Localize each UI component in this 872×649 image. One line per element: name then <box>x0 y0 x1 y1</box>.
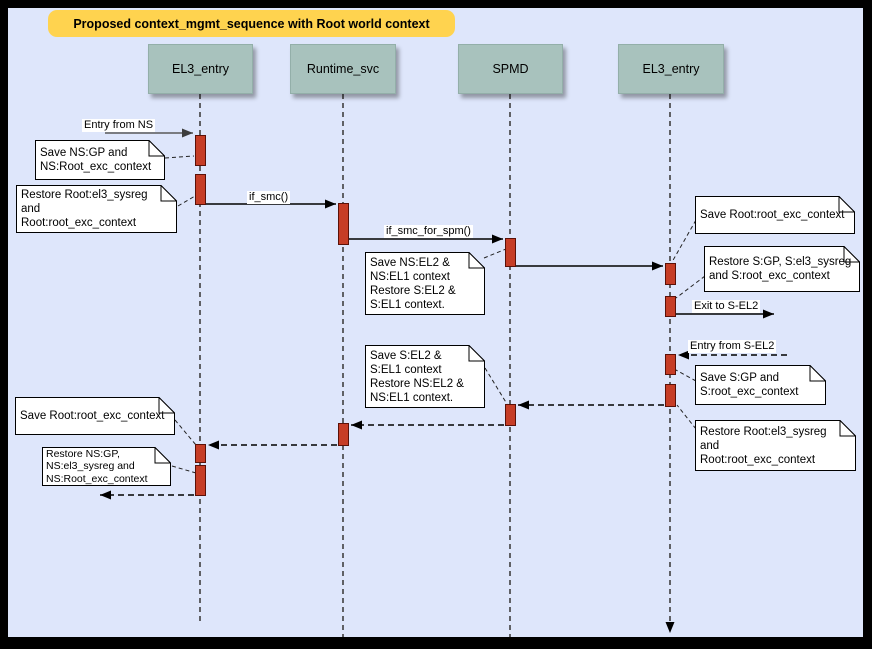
note-restore-s-gp: Restore S:GP, S:el3_sysreg and S:root_ex… <box>704 246 860 292</box>
activation-el3l-4 <box>195 465 206 496</box>
activation-el3r-1 <box>665 263 676 285</box>
note-save-ns-gp: Save NS:GP and NS:Root_exc_context <box>35 140 165 180</box>
note-save-s-gp: Save S:GP and S:root_exc_context <box>695 365 826 405</box>
activation-el3l-1 <box>195 135 206 166</box>
activation-runtime-2 <box>338 423 349 446</box>
note-line: Restore S:GP, S:el3_sysreg <box>709 256 852 268</box>
lifelines <box>199 94 675 637</box>
actor-label: EL3_entry <box>642 62 700 76</box>
activation-el3l-3 <box>195 444 206 463</box>
note-line: Root:root_exc_context <box>21 217 137 229</box>
note-shape <box>704 246 860 292</box>
note-line: Restore Root:el3_sysreg <box>700 425 827 438</box>
note-line: S:EL1 context <box>370 363 442 376</box>
label-entry-from-s-el2: Entry from S-EL2 <box>688 340 777 353</box>
note-restore-root-el3-sysreg-right: Restore Root:el3_sysreg and Root:root_ex… <box>695 420 856 471</box>
note-save-s-el2: Save S:EL2 & S:EL1 context Restore NS:EL… <box>365 345 485 408</box>
note-shape <box>42 447 171 486</box>
label-exit-to-s-el2: Exit to S-EL2 <box>692 300 761 313</box>
note-line: Save S:GP and <box>700 372 780 384</box>
note-line: NS:Root_exc_context <box>40 161 152 173</box>
connector-note7 <box>676 404 697 430</box>
activation-el3r-2 <box>665 296 676 317</box>
sequence-diagram-canvas: Proposed context_mgmt_sequence with Root… <box>8 8 863 637</box>
connector-note6 <box>675 369 697 382</box>
note-shape <box>365 252 485 315</box>
return-messages <box>100 350 787 500</box>
connector-note9 <box>174 419 197 446</box>
activation-el3l-2 <box>195 174 206 205</box>
note-save-ns-el2: Save NS:EL2 & NS:EL1 context Restore S:E… <box>365 252 485 315</box>
connector-note8 <box>484 367 508 405</box>
actor-label: Runtime_svc <box>306 62 380 76</box>
diagram-title: Proposed context_mgmt_sequence with Root… <box>48 10 455 37</box>
note-line: S:root_exc_context <box>700 386 799 398</box>
note-shape <box>35 140 165 180</box>
label-if-smc: if_smc() <box>247 191 291 204</box>
activation-spmd-2 <box>505 404 516 426</box>
activation-el3r-4 <box>665 384 676 407</box>
note-line: Save NS:EL2 & <box>370 256 450 269</box>
actor-label: EL3_entry <box>172 62 229 76</box>
note-save-root-exc-left: Save Root:root_exc_context <box>15 397 175 435</box>
note-shape <box>695 420 856 471</box>
diagram-lines-layer <box>100 94 787 637</box>
note-line: Save S:EL2 & <box>370 349 442 362</box>
note-line: and S:root_exc_context <box>709 270 830 282</box>
connector-note5 <box>675 275 706 299</box>
note-connectors <box>164 155 706 474</box>
connector-note4 <box>671 219 697 263</box>
label-if-smc-for-spm: if_smc_for_spm() <box>384 225 473 238</box>
note-shape <box>365 345 485 408</box>
note-line: Restore NS:GP, <box>46 447 120 460</box>
note-line: NS:el3_sysreg and <box>46 460 135 473</box>
label-entry-from-ns: Entry from NS <box>82 119 156 132</box>
note-shape <box>16 185 177 233</box>
note-line: NS:Root_exc_context <box>46 472 148 485</box>
note-line: Save Root:root_exc_context <box>700 209 845 221</box>
note-line: S:EL1 context. <box>370 298 445 311</box>
connector-note3 <box>483 248 507 259</box>
note-line: NS:EL1 context. <box>370 391 454 404</box>
note-shape <box>15 397 175 435</box>
actor-el3-entry-left: EL3_entry <box>148 44 253 94</box>
actor-el3-entry-right: EL3_entry <box>618 44 724 94</box>
note-shape <box>695 365 826 405</box>
activation-el3r-3 <box>665 354 676 375</box>
note-restore-ns-gp: Restore NS:GP, NS:el3_sysreg and NS:Root… <box>42 447 171 486</box>
note-save-root-exc-right: Save Root:root_exc_context <box>695 196 855 234</box>
activation-spmd-1 <box>505 238 516 267</box>
note-line: Restore S:EL2 & <box>370 284 456 297</box>
note-line: NS:EL1 context <box>370 270 450 283</box>
note-shape <box>695 196 855 234</box>
note-line: Save NS:GP and <box>40 147 128 159</box>
actor-runtime-svc: Runtime_svc <box>290 44 396 94</box>
note-line: Restore NS:EL2 & <box>370 377 464 390</box>
actor-label: SPMD <box>492 62 529 76</box>
note-line: Save Root:root_exc_context <box>20 410 165 422</box>
note-restore-root-el3-sysreg-top: Restore Root:el3_sysreg and Root:root_ex… <box>16 185 177 233</box>
activation-runtime-1 <box>338 203 349 245</box>
note-line: and <box>21 203 41 215</box>
connector-note2 <box>177 195 196 207</box>
note-line: and <box>700 439 720 452</box>
note-line: Root:root_exc_context <box>700 453 816 466</box>
connector-note1 <box>164 155 195 159</box>
actor-spmd: SPMD <box>458 44 563 94</box>
call-messages <box>105 128 774 319</box>
connector-note10 <box>171 465 197 474</box>
note-line: Restore Root:el3_sysreg <box>21 189 148 201</box>
